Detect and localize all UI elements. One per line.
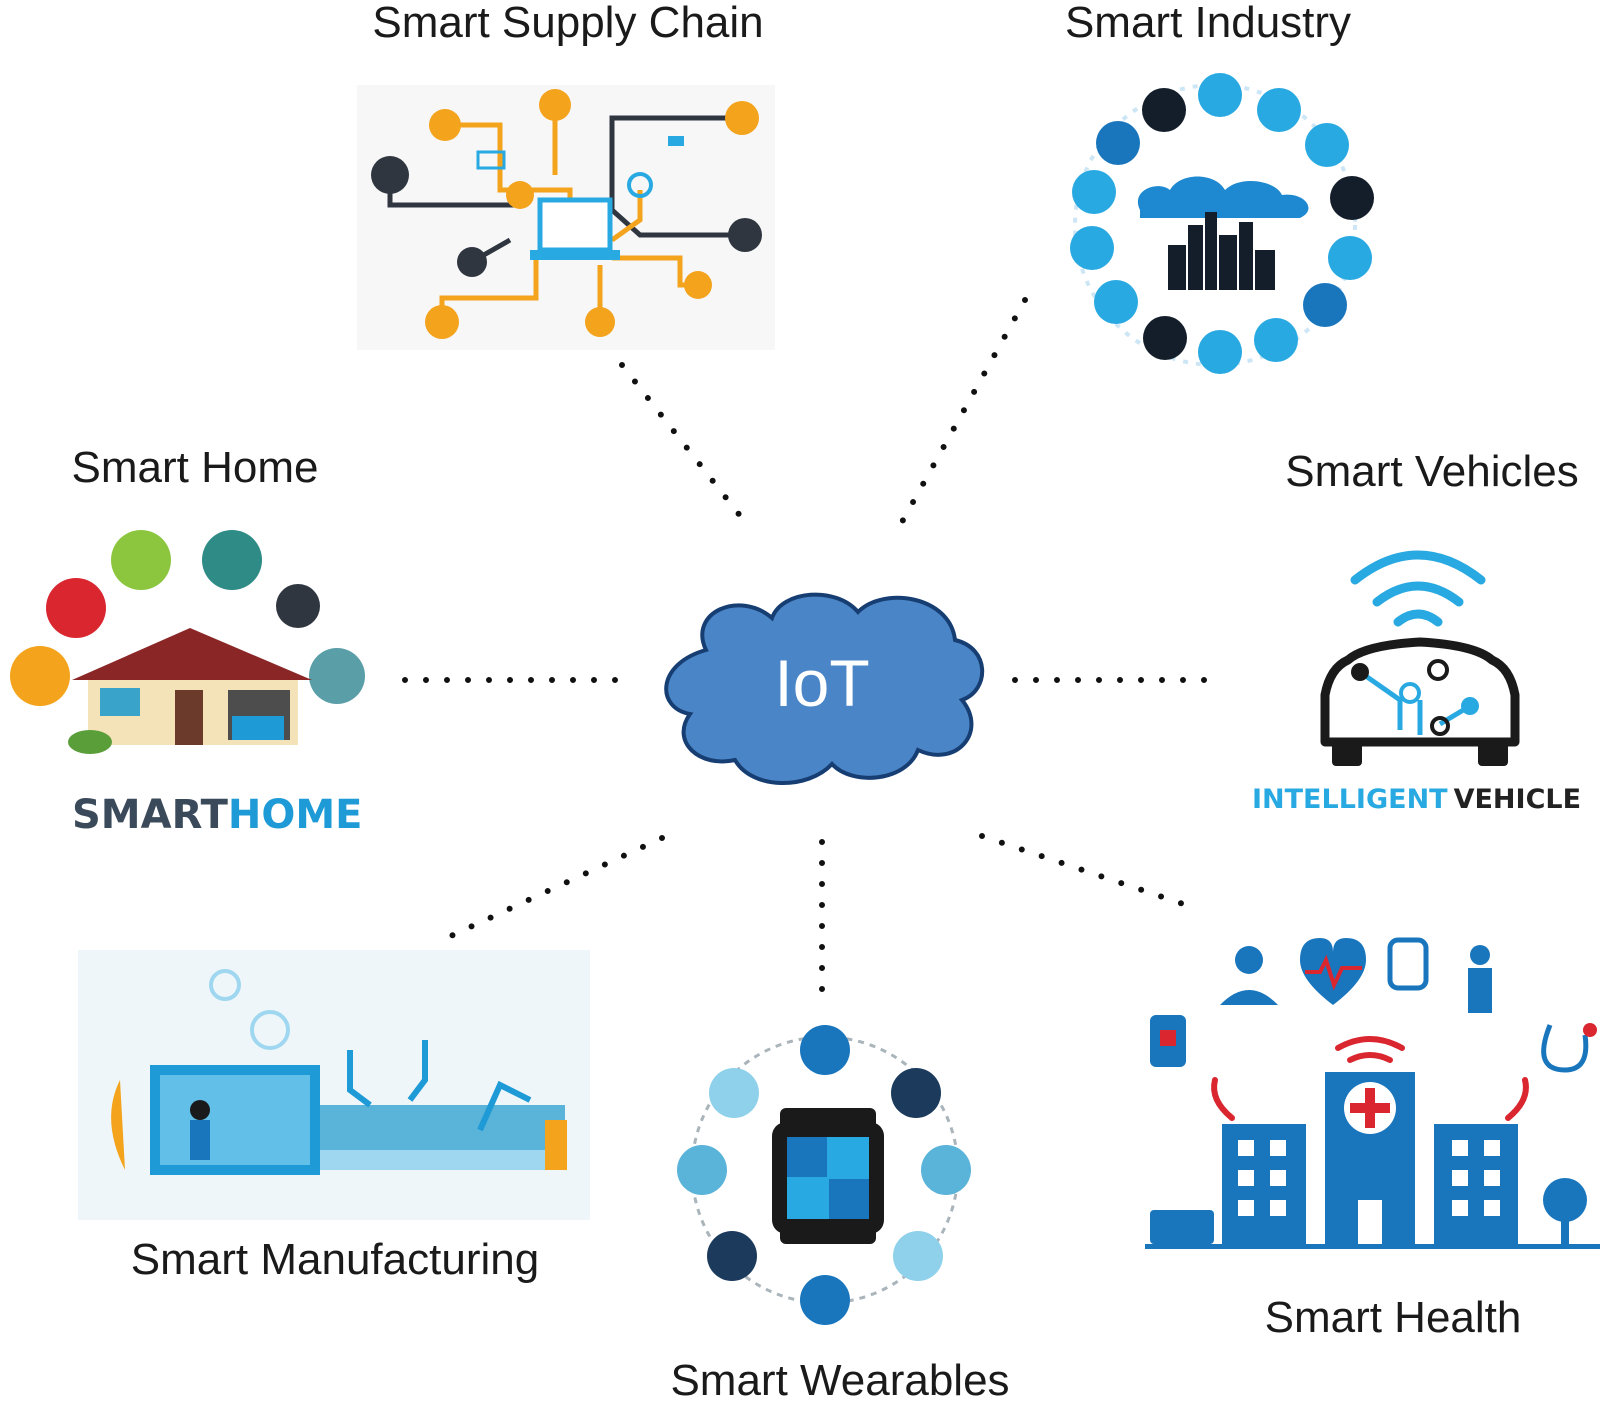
connector-health xyxy=(979,833,1198,911)
vehicle-logo-dark: VEHICLE xyxy=(1454,784,1581,815)
smart-home-logo-light: HOME xyxy=(228,792,363,838)
hub-label: IoT xyxy=(774,646,869,720)
health-label: Smart Health xyxy=(1265,1293,1522,1342)
industry-city-cloud-icon xyxy=(1070,73,1374,374)
connector-manufacturing xyxy=(435,835,665,945)
intelligent-car-icon xyxy=(1320,637,1520,766)
node-health: Smart Health xyxy=(1145,937,1600,1342)
connectors xyxy=(402,297,1218,1006)
home-label: Smart Home xyxy=(72,443,319,492)
industry-label: Smart Industry xyxy=(1065,0,1351,47)
manufacturing-label: Smart Manufacturing xyxy=(131,1235,539,1284)
smart-home-logo: SMARTHOME xyxy=(72,792,362,838)
hospital-icon xyxy=(1145,937,1600,1249)
manufacturing-factory-icon xyxy=(78,950,590,1220)
node-home: Smart Home SMARTHOME xyxy=(10,443,365,838)
wearables-label: Smart Wearables xyxy=(670,1356,1009,1402)
node-manufacturing: Smart Manufacturing xyxy=(78,950,590,1284)
smart-home-house-icon xyxy=(10,530,365,754)
smart-home-logo-dark: SMART xyxy=(72,792,229,838)
supply-chain-label: Smart Supply Chain xyxy=(372,0,763,47)
node-wearables: Smart Wearables xyxy=(670,1025,1010,1402)
node-supply-chain: Smart Supply Chain xyxy=(357,0,775,350)
vehicles-label: Smart Vehicles xyxy=(1285,447,1578,496)
cloud-icon xyxy=(664,592,985,785)
iot-hub: IoT xyxy=(664,592,985,785)
node-industry: Smart Industry xyxy=(1065,0,1374,374)
svg-text:SMARTHOME: SMARTHOME xyxy=(72,792,362,838)
vehicle-logo-light: INTELLIGENT xyxy=(1252,784,1448,815)
connector-industry xyxy=(899,297,1028,525)
connector-supply-chain xyxy=(619,362,748,525)
supply-chain-network-icon xyxy=(357,85,775,350)
wifi-icon xyxy=(1350,550,1486,627)
smartwatch-icon xyxy=(677,1025,971,1325)
